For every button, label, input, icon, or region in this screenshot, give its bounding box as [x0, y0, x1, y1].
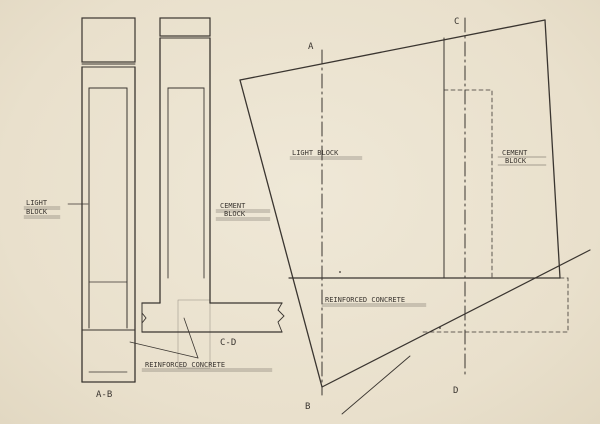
- light-block-label-right: LIGHT BLOCK: [292, 149, 339, 157]
- reinforced-concrete-label-left: REINFORCED CONCRETE: [145, 361, 225, 369]
- cement-block-label-right-line1: CEMENT: [502, 149, 528, 157]
- marker-a: A: [308, 42, 314, 52]
- cement-block-label-line1: CEMENT: [220, 202, 246, 210]
- cement-block-label-line2: BLOCK: [224, 210, 246, 218]
- light-block-label-line1: LIGHT: [26, 199, 48, 207]
- section-ab-label: A-B: [96, 390, 112, 400]
- marker-d: D: [453, 386, 458, 396]
- light-block-label-line2: BLOCK: [26, 208, 48, 216]
- main-section: [239, 17, 591, 415]
- section-cd-label: C-D: [220, 338, 236, 348]
- cement-block-label-right-line2: BLOCK: [505, 157, 527, 165]
- reinforced-concrete-label-right: REINFORCED CONCRETE: [325, 296, 405, 304]
- section-cd-wall: [67, 17, 285, 369]
- marker-c: C: [454, 17, 459, 27]
- marker-b: B: [305, 402, 310, 412]
- section-ab-wall: [81, 17, 136, 383]
